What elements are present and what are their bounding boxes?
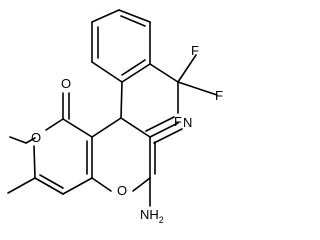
bond — [91, 177, 112, 192]
amino-group-label: NH2 — [140, 207, 164, 225]
bond — [149, 122, 179, 138]
bond — [132, 177, 151, 192]
bond — [34, 177, 64, 195]
bond — [62, 118, 93, 138]
bond — [25, 137, 36, 144]
molecule-diagram: O O O N NH2 F F F — [7, 9, 223, 225]
bond — [121, 63, 151, 83]
atom-labels: O O O N NH2 F F F — [31, 43, 223, 225]
amino-nh-text: NH — [140, 207, 159, 222]
bond — [149, 63, 179, 83]
bond — [120, 15, 146, 27]
bond — [120, 81, 123, 119]
bond — [118, 9, 151, 23]
carbonyl-oxygen-label: O — [61, 76, 71, 91]
bond — [45, 118, 64, 131]
bond — [62, 177, 93, 195]
bond — [39, 174, 64, 189]
bond — [121, 59, 146, 76]
bond — [7, 177, 36, 194]
bond — [177, 81, 218, 96]
bond — [91, 117, 122, 138]
bond — [177, 54, 197, 83]
bond — [33, 145, 36, 179]
bond — [120, 117, 151, 138]
bond — [145, 116, 175, 132]
amino-subscript: 2 — [159, 215, 164, 225]
nitrile-nitrogen-label: N — [183, 115, 192, 130]
bond — [9, 136, 27, 144]
pyran-oxygen-label: O — [117, 183, 127, 198]
bond — [91, 9, 120, 23]
bond-lines — [7, 9, 218, 207]
fluorine-label-bottom: F — [174, 114, 182, 129]
bond — [91, 61, 123, 83]
lactone-oxygen-label: O — [31, 130, 41, 145]
fluorine-label-top-right: F — [215, 88, 223, 103]
structure-drawing: O O O N NH2 F F F — [7, 9, 223, 225]
bond — [153, 128, 183, 144]
fluorine-label-top-left: F — [191, 43, 199, 58]
